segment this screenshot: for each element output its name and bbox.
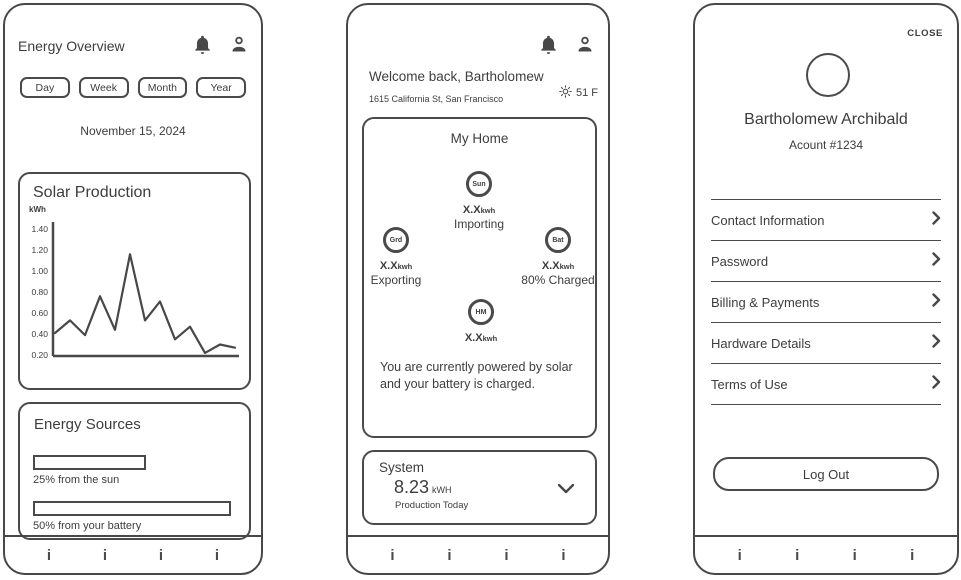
battery-node-caption: 80% Charged	[521, 273, 595, 287]
battery-progress-bar	[33, 501, 231, 516]
y-tick: 0.60	[31, 308, 48, 318]
nav-icon-2[interactable]: i	[447, 546, 452, 564]
y-tick: 0.40	[31, 329, 48, 339]
y-tick: 1.20	[31, 245, 48, 255]
energy-node-home: HM X.Xkwh	[426, 299, 536, 344]
profile-icon[interactable]	[575, 34, 595, 60]
sun-progress-label: 25% from the sun	[33, 474, 120, 486]
energy-sources-card: Energy Sources 25% from the sun 50% from…	[18, 402, 251, 540]
bottom-nav: i i i i	[5, 535, 261, 573]
phone-account-profile: CLOSE Bartholomew Archibald Acount #1234…	[693, 3, 959, 575]
battery-progress-label: 50% from your battery	[33, 520, 142, 532]
home-card-title: My Home	[450, 131, 509, 146]
y-tick: 1.00	[31, 266, 48, 276]
sun-weather-icon	[559, 85, 572, 101]
page-title: Energy Overview	[18, 38, 125, 54]
chevron-right-icon	[932, 210, 941, 230]
nav-icon-1[interactable]: i	[390, 546, 395, 564]
account-menu: Contact Information Password Billing & P…	[711, 199, 941, 405]
solar-production-line	[53, 253, 237, 354]
sources-card-title: Energy Sources	[34, 416, 141, 433]
chevron-right-icon	[932, 251, 941, 271]
menu-item-terms-of-use[interactable]: Terms of Use	[711, 363, 941, 404]
chevron-right-icon	[932, 292, 941, 312]
nav-icon-3[interactable]: i	[852, 546, 857, 564]
nav-icon-4[interactable]: i	[214, 546, 220, 564]
menu-item-billing-payments[interactable]: Billing & Payments	[711, 281, 941, 322]
energy-node-grid: Grd X.Xkwh Exporting	[341, 227, 451, 287]
weather-widget: 51 F	[559, 85, 598, 101]
grid-node-value: X.X	[379, 260, 398, 272]
production-value: 8.23	[394, 477, 430, 497]
sun-node-icon: Sun	[466, 171, 492, 197]
phone-home-dashboard: Welcome back, Bartholomew 1615 Californi…	[346, 3, 610, 575]
temperature-text: 51 F	[575, 87, 598, 99]
solar-production-chart	[51, 222, 239, 358]
nav-icon-3[interactable]: i	[158, 546, 164, 564]
menu-item-password[interactable]: Password	[711, 240, 941, 281]
chevron-right-icon	[932, 374, 941, 394]
nav-icon-2[interactable]: i	[795, 546, 800, 564]
home-node-icon: HM	[468, 299, 494, 325]
chevron-right-icon	[932, 333, 941, 353]
user-name: Bartholomew Archibald	[744, 111, 908, 128]
home-node-value: X.X	[464, 332, 483, 344]
menu-item-contact-information[interactable]: Contact Information	[711, 199, 941, 240]
energy-node-sun: Sun X.Xkwh Importing	[424, 171, 534, 231]
production-unit: kWH	[432, 485, 452, 495]
tab-year[interactable]: Year	[196, 77, 246, 98]
sun-node-unit: kwh	[480, 206, 496, 215]
log-out-button[interactable]: Log Out	[713, 457, 939, 491]
grid-node-unit: kwh	[397, 262, 413, 271]
energy-node-battery: Bat X.Xkwh 80% Charged	[503, 227, 613, 287]
y-tick: 1.40	[31, 224, 48, 234]
solar-production-card: Solar Production kWh 1.40 1.20 1.00 0.80…	[18, 172, 251, 390]
close-button[interactable]: CLOSE	[907, 28, 943, 39]
nav-icon-3[interactable]: i	[504, 546, 509, 564]
nav-icon-4[interactable]: i	[561, 546, 566, 564]
battery-node-icon: Bat	[545, 227, 571, 253]
battery-node-unit: kwh	[559, 262, 575, 271]
solar-card-title: Solar Production	[33, 184, 152, 201]
profile-icon[interactable]	[229, 34, 249, 60]
address-text: 1615 California St, San Francisco	[369, 94, 504, 104]
chevron-down-icon[interactable]	[557, 481, 575, 499]
grid-node-icon: Grd	[383, 227, 409, 253]
status-message: You are currently powered by solar and y…	[380, 360, 573, 391]
home-node-unit: kwh	[482, 334, 498, 343]
bottom-nav: i i i i	[348, 535, 608, 573]
y-axis-unit-label: kWh	[29, 205, 46, 214]
account-number: Acount #1234	[788, 138, 864, 152]
phone-energy-overview: Energy Overview Day Week Month Year Nove…	[3, 3, 263, 575]
y-tick: 0.20	[31, 350, 48, 360]
nav-icon-1[interactable]: i	[46, 546, 52, 564]
menu-item-hardware-details[interactable]: Hardware Details	[711, 322, 941, 363]
period-tabs: Day Week Month Year	[5, 77, 261, 98]
bottom-nav: i i i i	[695, 535, 957, 573]
sun-node-value: X.X	[462, 204, 481, 216]
battery-node-value: X.X	[541, 260, 560, 272]
date-label: November 15, 2024	[80, 124, 186, 138]
tab-week[interactable]: Week	[78, 77, 129, 98]
nav-icon-4[interactable]: i	[910, 546, 915, 564]
grid-node-caption: Exporting	[370, 273, 422, 287]
nav-icon-2[interactable]: i	[102, 546, 108, 564]
system-card-title: System	[379, 460, 425, 475]
tab-month[interactable]: Month	[137, 77, 188, 98]
tab-day[interactable]: Day	[20, 77, 70, 98]
sun-node-caption: Importing	[453, 217, 505, 231]
my-home-card: My Home Sun X.Xkwh Importing Grd X.Xkwh …	[362, 117, 597, 438]
notifications-bell-icon[interactable]	[193, 34, 212, 60]
notifications-bell-icon[interactable]	[539, 34, 558, 60]
sun-progress-bar	[33, 455, 146, 470]
production-caption: Production Today	[395, 500, 469, 511]
greeting-text: Welcome back, Bartholomew	[369, 69, 544, 84]
nav-icon-1[interactable]: i	[737, 546, 742, 564]
avatar	[806, 53, 850, 97]
y-tick: 0.80	[31, 287, 48, 297]
